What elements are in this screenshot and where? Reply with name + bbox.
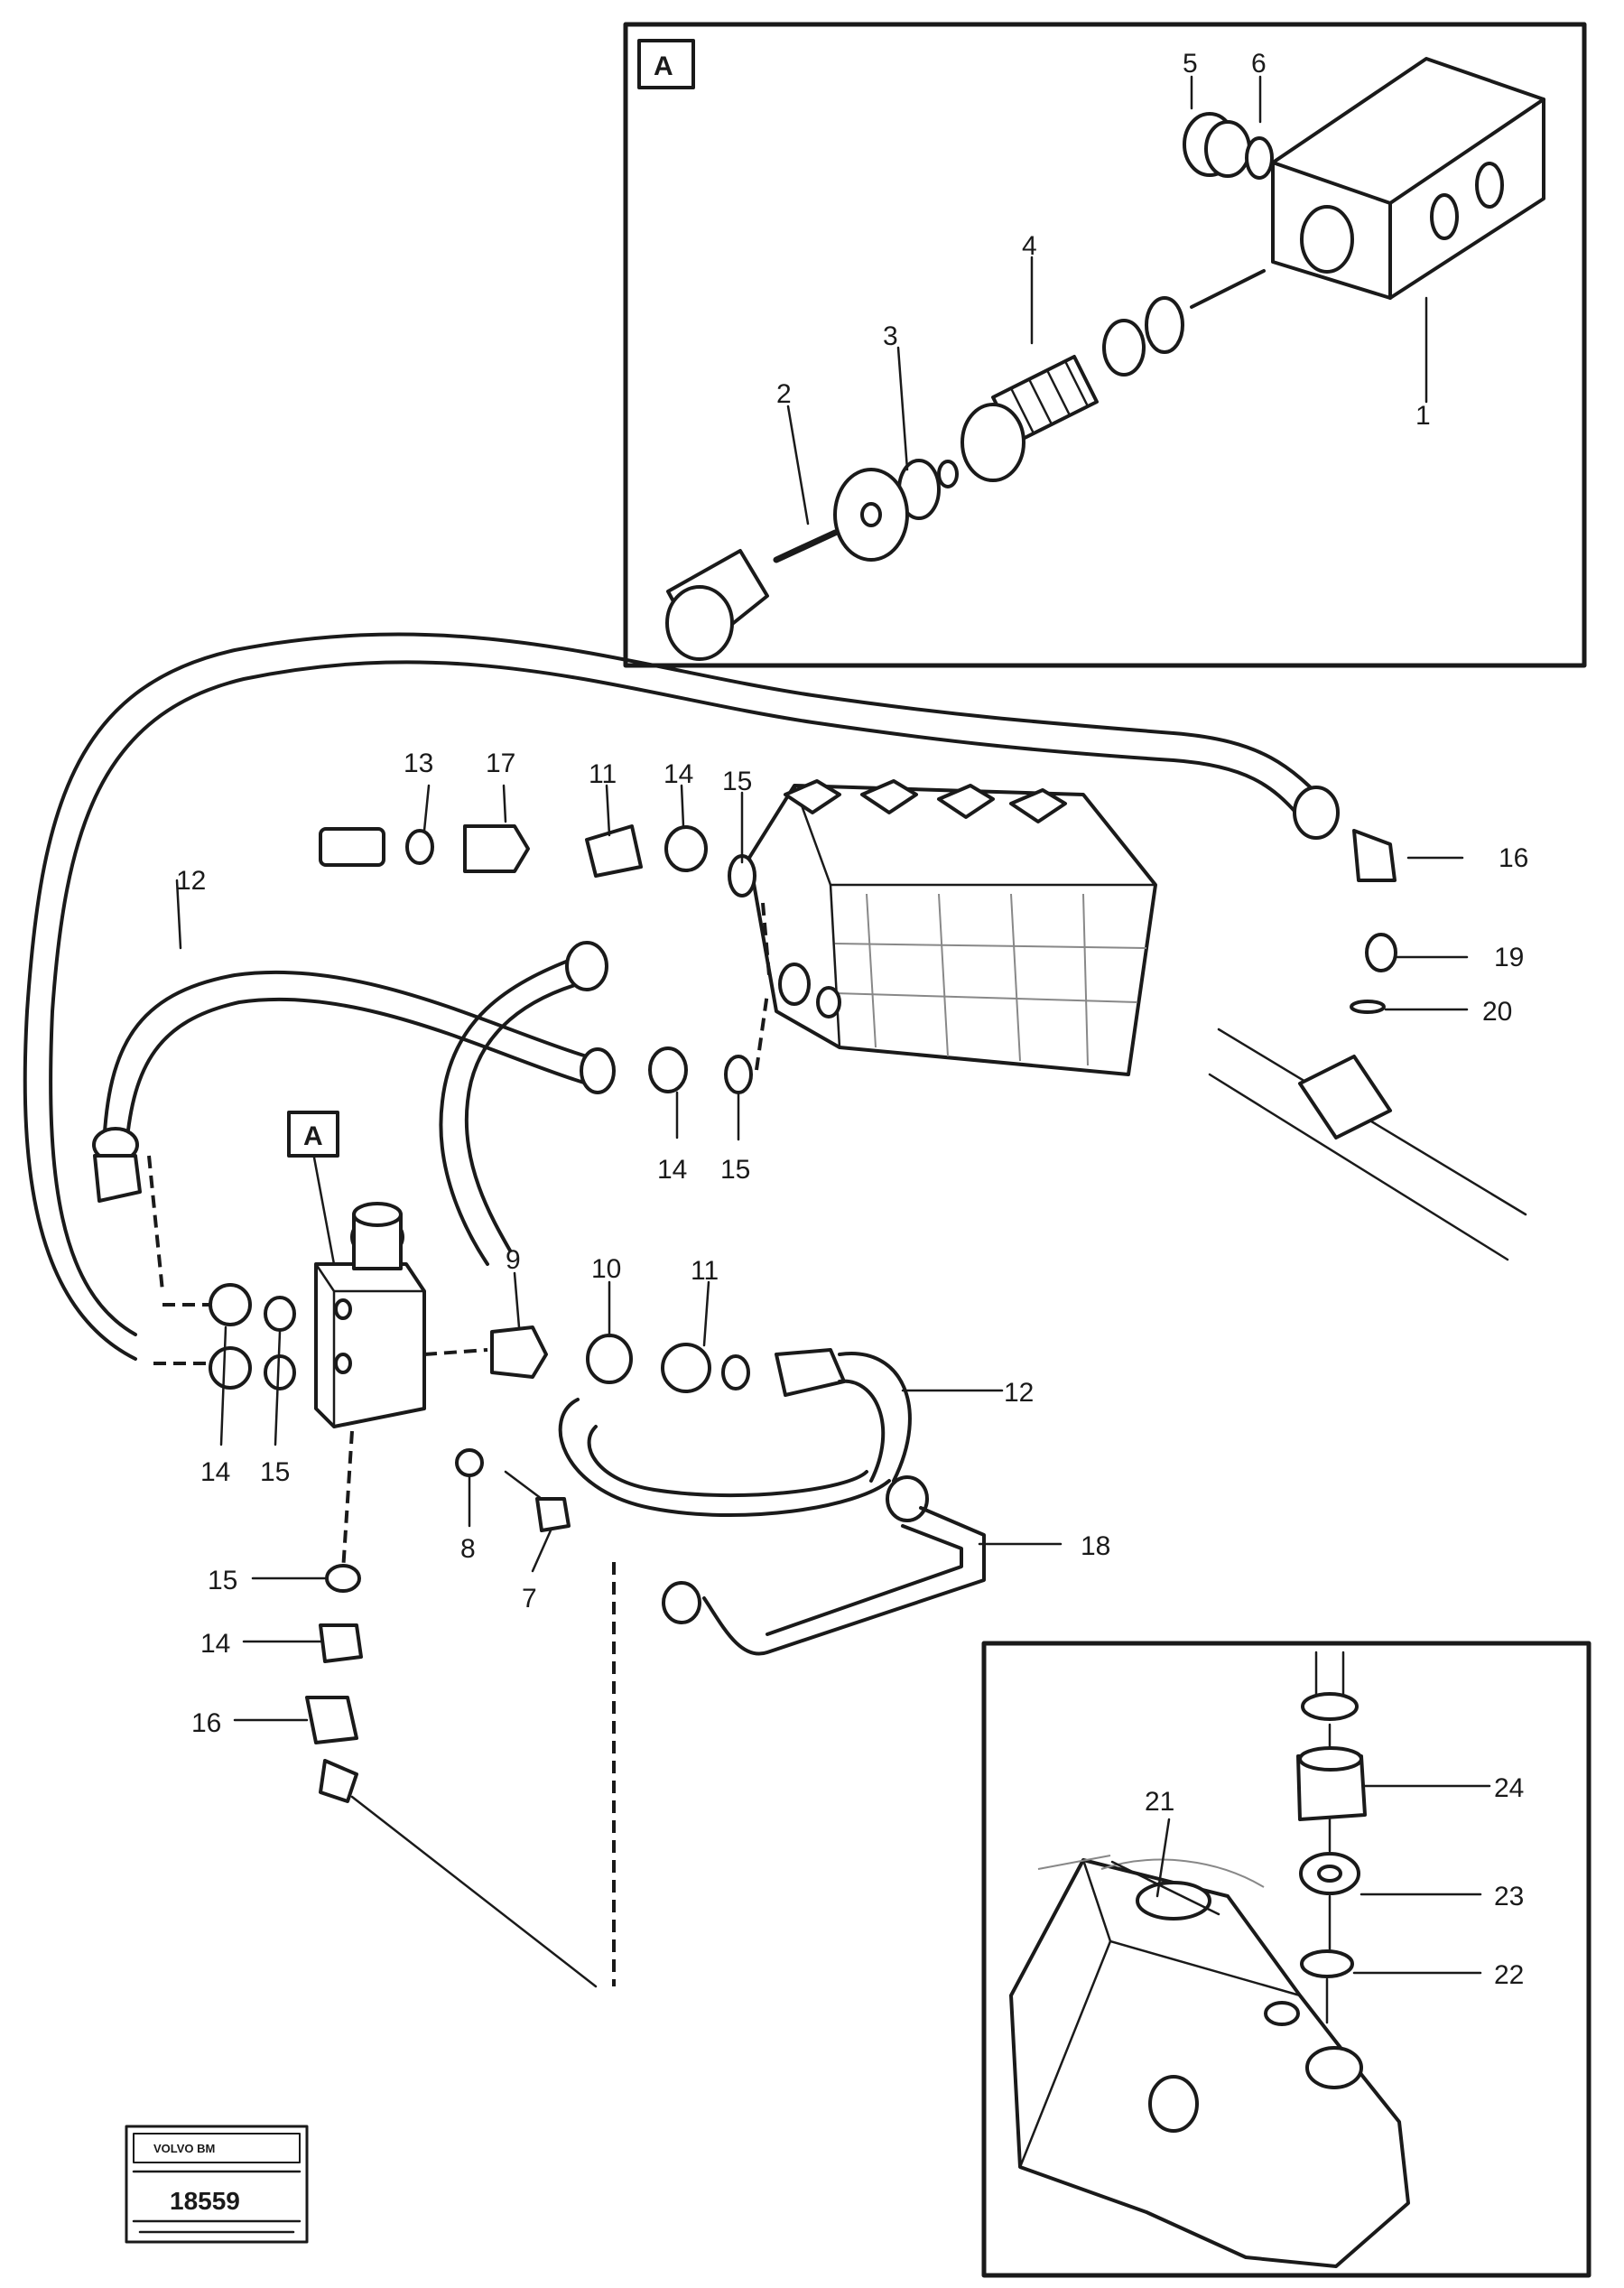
callout-15-bot: 15 xyxy=(208,1566,237,1595)
drawing-stamp: VOLVO BM 18559 xyxy=(125,2125,309,2244)
leader-lines xyxy=(175,784,1469,1722)
callout-18: 18 xyxy=(1081,1531,1110,1561)
callout-12-left: 12 xyxy=(176,866,206,896)
callout-15-top: 15 xyxy=(722,767,752,796)
callout-16-bot: 16 xyxy=(191,1708,221,1738)
callout-14-bot: 14 xyxy=(200,1629,230,1659)
plug-5 xyxy=(1183,112,1274,180)
callout-24: 24 xyxy=(1494,1773,1524,1803)
callout-14-mid: 14 xyxy=(657,1155,687,1185)
hose-12-inner xyxy=(92,970,616,1203)
ball xyxy=(937,460,959,488)
callout-19: 19 xyxy=(1494,943,1524,972)
valve-body-1 xyxy=(1271,57,1545,300)
callout-9: 9 xyxy=(506,1245,521,1275)
right-elbow-group xyxy=(1208,829,1527,1261)
detail-box-pump: 24 23 22 21 xyxy=(981,1641,1592,2278)
callout-5: 5 xyxy=(1183,49,1198,79)
detail-box-a-label: A xyxy=(654,51,673,81)
callout-12-right: 12 xyxy=(1004,1378,1034,1408)
valve-a-body: A xyxy=(147,1111,426,1428)
callout-14-top: 14 xyxy=(664,759,693,789)
hose-12-outer xyxy=(23,632,1340,1361)
top-fitting-row xyxy=(319,824,771,976)
callout-7: 7 xyxy=(522,1584,537,1614)
callout-4: 4 xyxy=(1022,231,1037,261)
disc-2 xyxy=(833,468,909,562)
callout-21: 21 xyxy=(1145,1787,1174,1817)
callout-13: 13 xyxy=(404,749,433,778)
callout-11-mid: 11 xyxy=(691,1256,719,1286)
callout-16-right: 16 xyxy=(1499,843,1528,873)
callout-8: 8 xyxy=(460,1534,476,1564)
stamp-line1: VOLVO BM xyxy=(153,2142,215,2155)
stamp-number: 18559 xyxy=(170,2187,240,2215)
callout-3: 3 xyxy=(883,321,898,351)
callout-11-top: 11 xyxy=(589,759,617,789)
washers-group xyxy=(1102,269,1266,377)
hose-t-fitting xyxy=(439,941,608,1266)
callout-6: 6 xyxy=(1251,49,1267,79)
callout-10: 10 xyxy=(591,1254,621,1284)
callout-23: 23 xyxy=(1494,1882,1524,1911)
mid-fittings-14-15 xyxy=(648,992,769,1094)
callout-22: 22 xyxy=(1494,1960,1524,1990)
callout-14-low: 14 xyxy=(200,1457,230,1487)
callout-15-mid: 15 xyxy=(720,1155,750,1185)
detail-box-a: A xyxy=(623,22,1587,668)
callout-17: 17 xyxy=(486,749,515,778)
callout-a-label: A xyxy=(303,1121,323,1151)
callout-15-low: 15 xyxy=(260,1457,290,1487)
callout-20: 20 xyxy=(1482,997,1512,1027)
callout-2: 2 xyxy=(776,379,792,409)
control-valve-block xyxy=(747,779,1157,1076)
callout-1: 1 xyxy=(1415,401,1431,431)
piston-4 xyxy=(960,355,1099,482)
lower-chain xyxy=(305,1430,616,1988)
cap xyxy=(665,549,769,661)
outlet-chain xyxy=(423,1325,986,1656)
